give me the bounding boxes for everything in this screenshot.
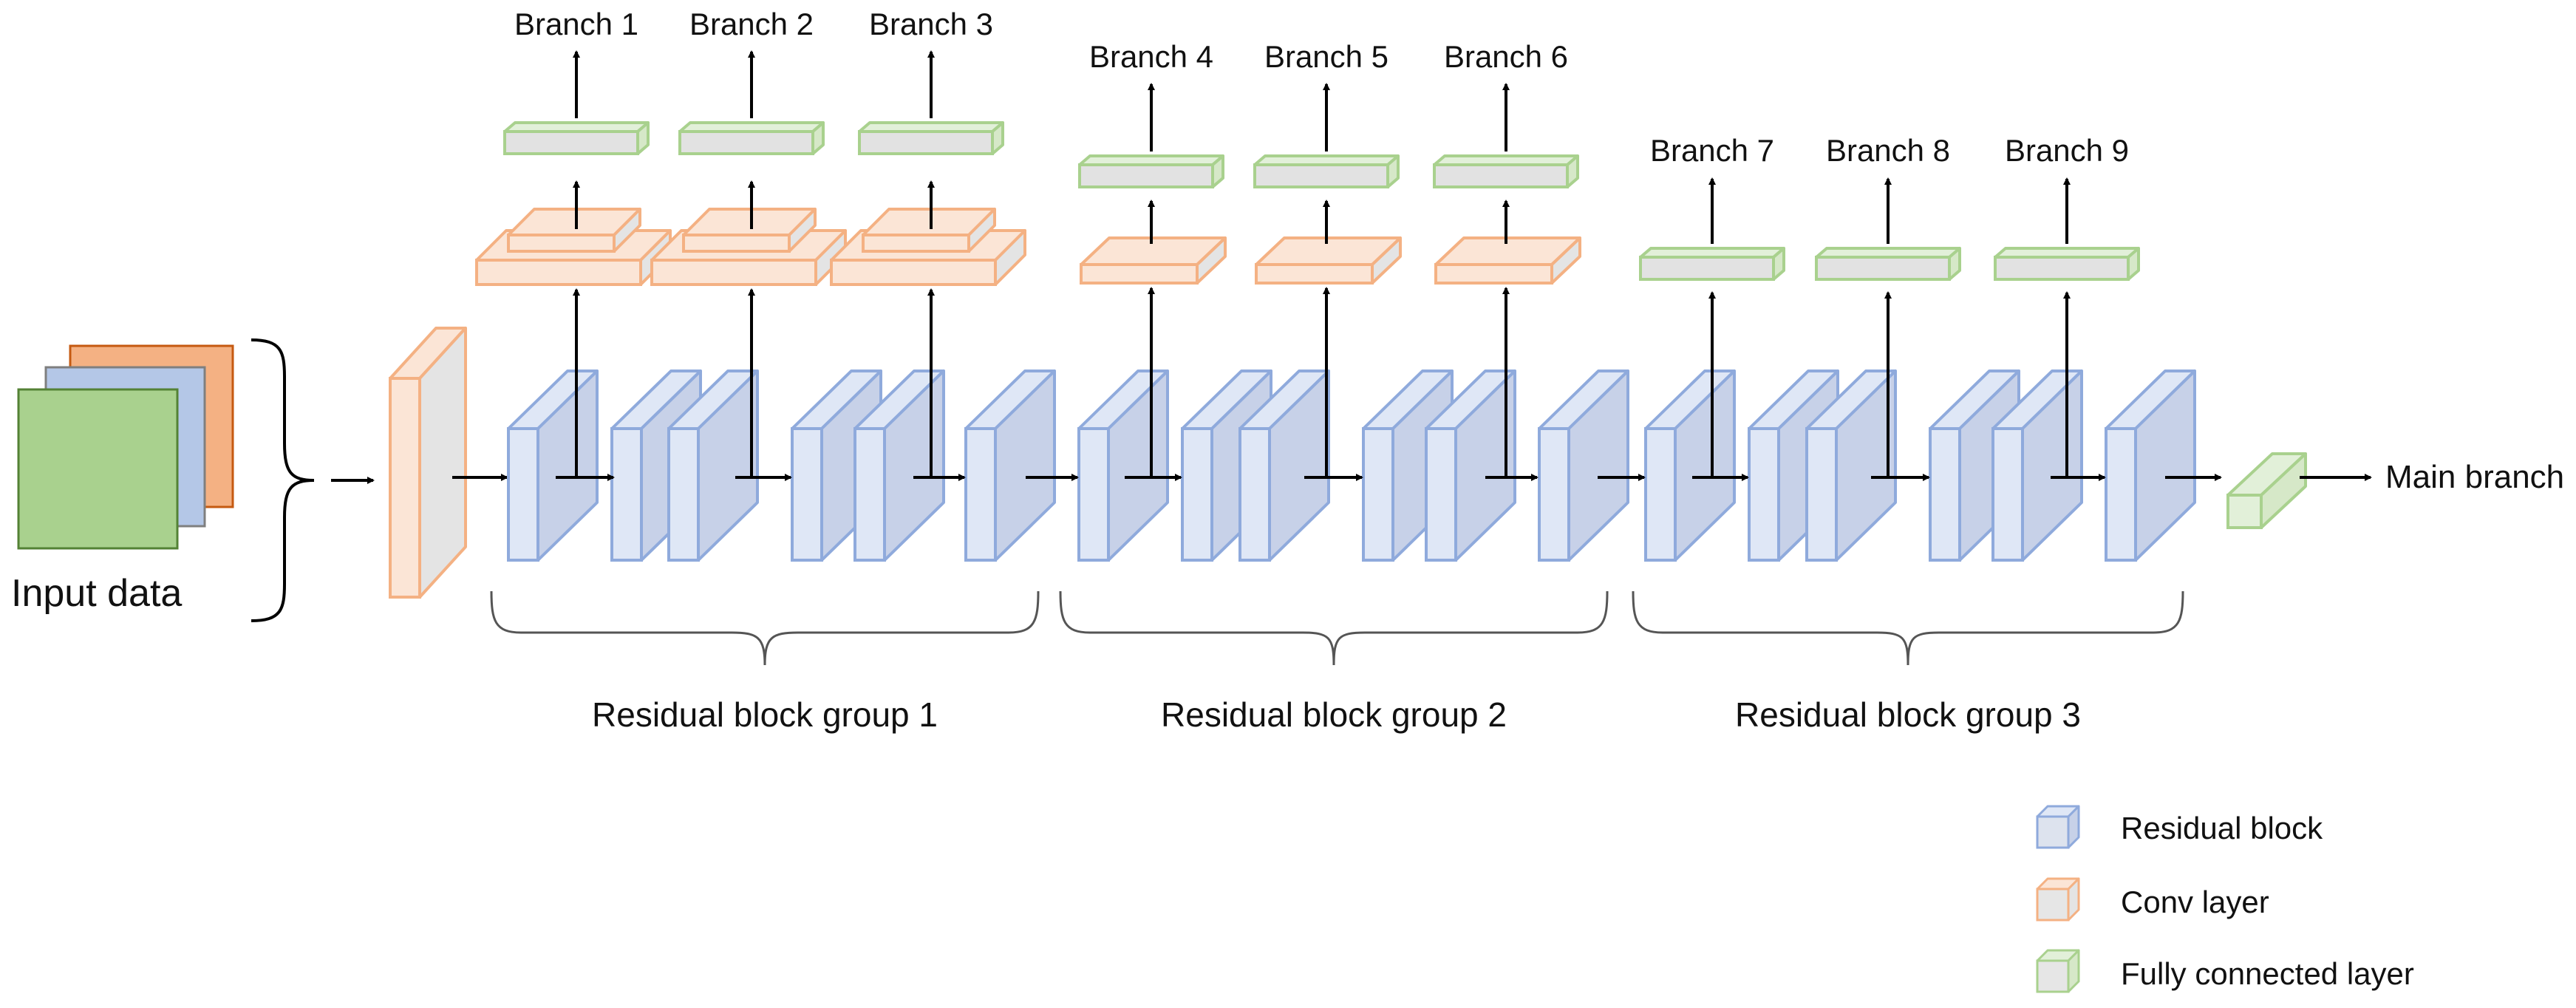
main-branch-label: Main branch bbox=[2385, 459, 2564, 495]
branch-fc-5 bbox=[1253, 154, 1400, 188]
branch-conv-upper-1 bbox=[507, 208, 641, 253]
residual-block-3 bbox=[667, 370, 759, 562]
initial-conv-layer bbox=[389, 327, 467, 599]
legend-icon-conv bbox=[2036, 877, 2080, 922]
residual-block-9 bbox=[1238, 370, 1330, 562]
group-brace-2 bbox=[1059, 590, 1609, 666]
branch-label-9: Branch 9 bbox=[2005, 133, 2129, 168]
branch-label-6: Branch 6 bbox=[1444, 39, 1568, 74]
input-data-label: Input data bbox=[11, 572, 182, 615]
residual-block-15 bbox=[1805, 370, 1897, 562]
branch-label-5: Branch 5 bbox=[1264, 39, 1388, 74]
residual-block-12 bbox=[1538, 370, 1629, 562]
group-label-1: Residual block group 1 bbox=[592, 695, 938, 734]
branch-fc-6 bbox=[1433, 154, 1579, 188]
legend-icon-fc bbox=[2036, 949, 2080, 993]
group-label-2: Residual block group 2 bbox=[1161, 695, 1507, 734]
input-brace bbox=[251, 338, 315, 622]
branch-fc-1 bbox=[503, 121, 650, 155]
legend-label-residual: Residual block bbox=[2121, 811, 2323, 845]
branch-label-2: Branch 2 bbox=[689, 7, 814, 41]
residual-block-5 bbox=[853, 370, 945, 562]
residual-block-11 bbox=[1425, 370, 1516, 562]
group-label-3: Residual block group 3 bbox=[1735, 695, 2081, 734]
legend-label-fc: Fully connected layer bbox=[2121, 956, 2414, 991]
branch-label-7: Branch 7 bbox=[1650, 133, 1774, 168]
residual-block-6 bbox=[964, 370, 1056, 562]
branch-label-1: Branch 1 bbox=[514, 7, 638, 41]
branch-label-4: Branch 4 bbox=[1089, 39, 1213, 74]
legend-label-conv: Conv layer bbox=[2121, 885, 2269, 919]
residual-block-1 bbox=[507, 370, 599, 562]
branch-fc-9 bbox=[1994, 247, 2140, 281]
branch-fc-4 bbox=[1078, 154, 1224, 188]
branch-label-8: Branch 8 bbox=[1826, 133, 1950, 168]
branch-fc-2 bbox=[678, 121, 825, 155]
branch-conv-6 bbox=[1434, 236, 1581, 285]
residual-block-18 bbox=[2105, 370, 2196, 562]
residual-block-13 bbox=[1644, 370, 1736, 562]
input-layer-green bbox=[17, 388, 179, 550]
group-brace-1 bbox=[490, 590, 1040, 666]
group-brace-3 bbox=[1632, 590, 2184, 666]
branch-conv-5 bbox=[1255, 236, 1402, 285]
branch-fc-7 bbox=[1639, 247, 1785, 281]
branch-conv-upper-3 bbox=[862, 208, 996, 253]
branch-fc-3 bbox=[858, 121, 1004, 155]
branch-conv-4 bbox=[1080, 236, 1227, 285]
residual-block-7 bbox=[1077, 370, 1169, 562]
legend-icon-residual bbox=[2036, 805, 2080, 849]
branch-conv-upper-2 bbox=[682, 208, 817, 253]
input-data-stack bbox=[17, 344, 234, 550]
final-fc-layer bbox=[2226, 452, 2307, 529]
branch-label-3: Branch 3 bbox=[869, 7, 993, 41]
diagram-elements bbox=[331, 50, 2372, 993]
branch-fc-8 bbox=[1815, 247, 1961, 281]
